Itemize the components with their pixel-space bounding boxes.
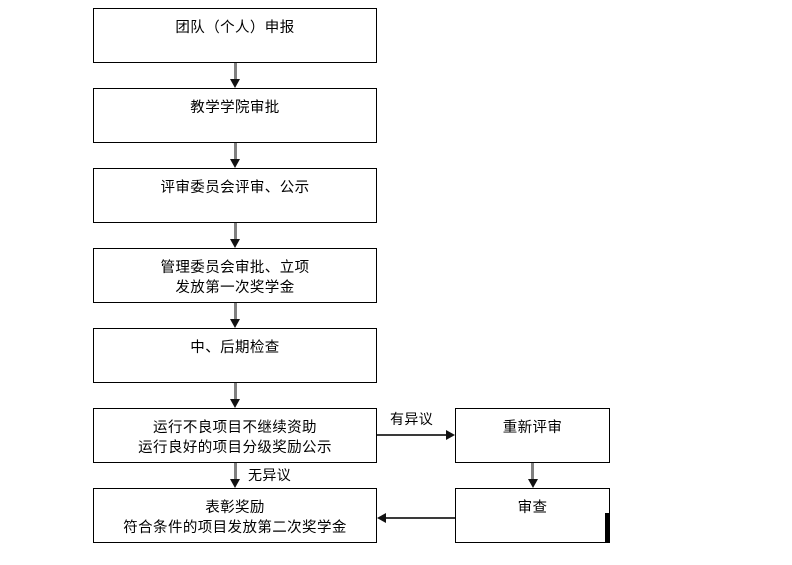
- node-label-line: 运行良好的项目分级奖励公示: [138, 440, 332, 456]
- node-label-line: 团队（个人）申报: [175, 20, 295, 36]
- arrowhead-inspection-to-grading: [230, 399, 240, 408]
- node-examination-review[interactable]: 审查: [455, 488, 610, 543]
- connector-management-to-inspection: [233, 303, 237, 321]
- connector-apply-to-college: [233, 63, 237, 81]
- node-label-line: 评审委员会评审、公示: [160, 180, 310, 196]
- connector-re-review-to-examine: [531, 463, 534, 481]
- node-review-committee-evaluation-publicity[interactable]: 评审委员会评审、公示: [93, 168, 377, 223]
- node-commendation-second-scholarship[interactable]: 表彰奖励 符合条件的项目发放第二次奖学金: [93, 488, 377, 543]
- node-management-committee-approval-first-scholarship[interactable]: 管理委员会审批、立项 发放第一次奖学金: [93, 248, 377, 303]
- node-label-line: 运行不良项目不继续资助: [153, 420, 317, 436]
- connector-grading-to-commend: [233, 463, 237, 481]
- arrowhead-examine-to-commend: [377, 513, 386, 523]
- connector-college-to-review-committee: [233, 143, 237, 161]
- node-label-line: 重新评审: [502, 420, 563, 436]
- node-label-line: 审查: [517, 500, 548, 516]
- arrowhead-college-to-review-committee: [230, 159, 240, 168]
- node-team-individual-application[interactable]: 团队（个人）申报: [93, 8, 377, 63]
- arrowhead-management-to-inspection: [230, 319, 240, 328]
- connector-grading-to-re-review: [377, 434, 446, 436]
- node-label-line: 管理委员会审批、立项: [160, 260, 310, 276]
- node-mid-and-late-stage-inspection[interactable]: 中、后期检查: [93, 328, 377, 383]
- node-project-funding-grading-publicity[interactable]: 运行不良项目不继续资助 运行良好的项目分级奖励公示: [93, 408, 377, 463]
- node-teaching-college-approval[interactable]: 教学学院审批: [93, 88, 377, 143]
- node-label-line: 表彰奖励: [205, 500, 265, 516]
- edge-label-no-objection: 无异议: [248, 468, 292, 484]
- arrowhead-review-committee-to-management: [230, 239, 240, 248]
- arrowhead-grading-to-re-review: [446, 430, 455, 440]
- examination-box-edge-artifact: [605, 513, 610, 543]
- connector-inspection-to-grading: [233, 383, 237, 401]
- connector-review-committee-to-management: [233, 223, 237, 241]
- arrowhead-grading-to-commend: [230, 479, 240, 488]
- node-label-line: 发放第一次奖学金: [175, 280, 295, 296]
- arrowhead-apply-to-college: [230, 79, 240, 88]
- connector-examine-to-commend: [386, 517, 455, 519]
- node-label-line: 教学学院审批: [190, 100, 280, 116]
- node-label-line: 符合条件的项目发放第二次奖学金: [123, 520, 347, 536]
- node-label-line: 中、后期检查: [190, 340, 280, 356]
- arrowhead-re-review-to-examine: [527, 479, 538, 488]
- edge-label-objection: 有异议: [390, 412, 434, 428]
- node-re-evaluation[interactable]: 重新评审: [455, 408, 610, 463]
